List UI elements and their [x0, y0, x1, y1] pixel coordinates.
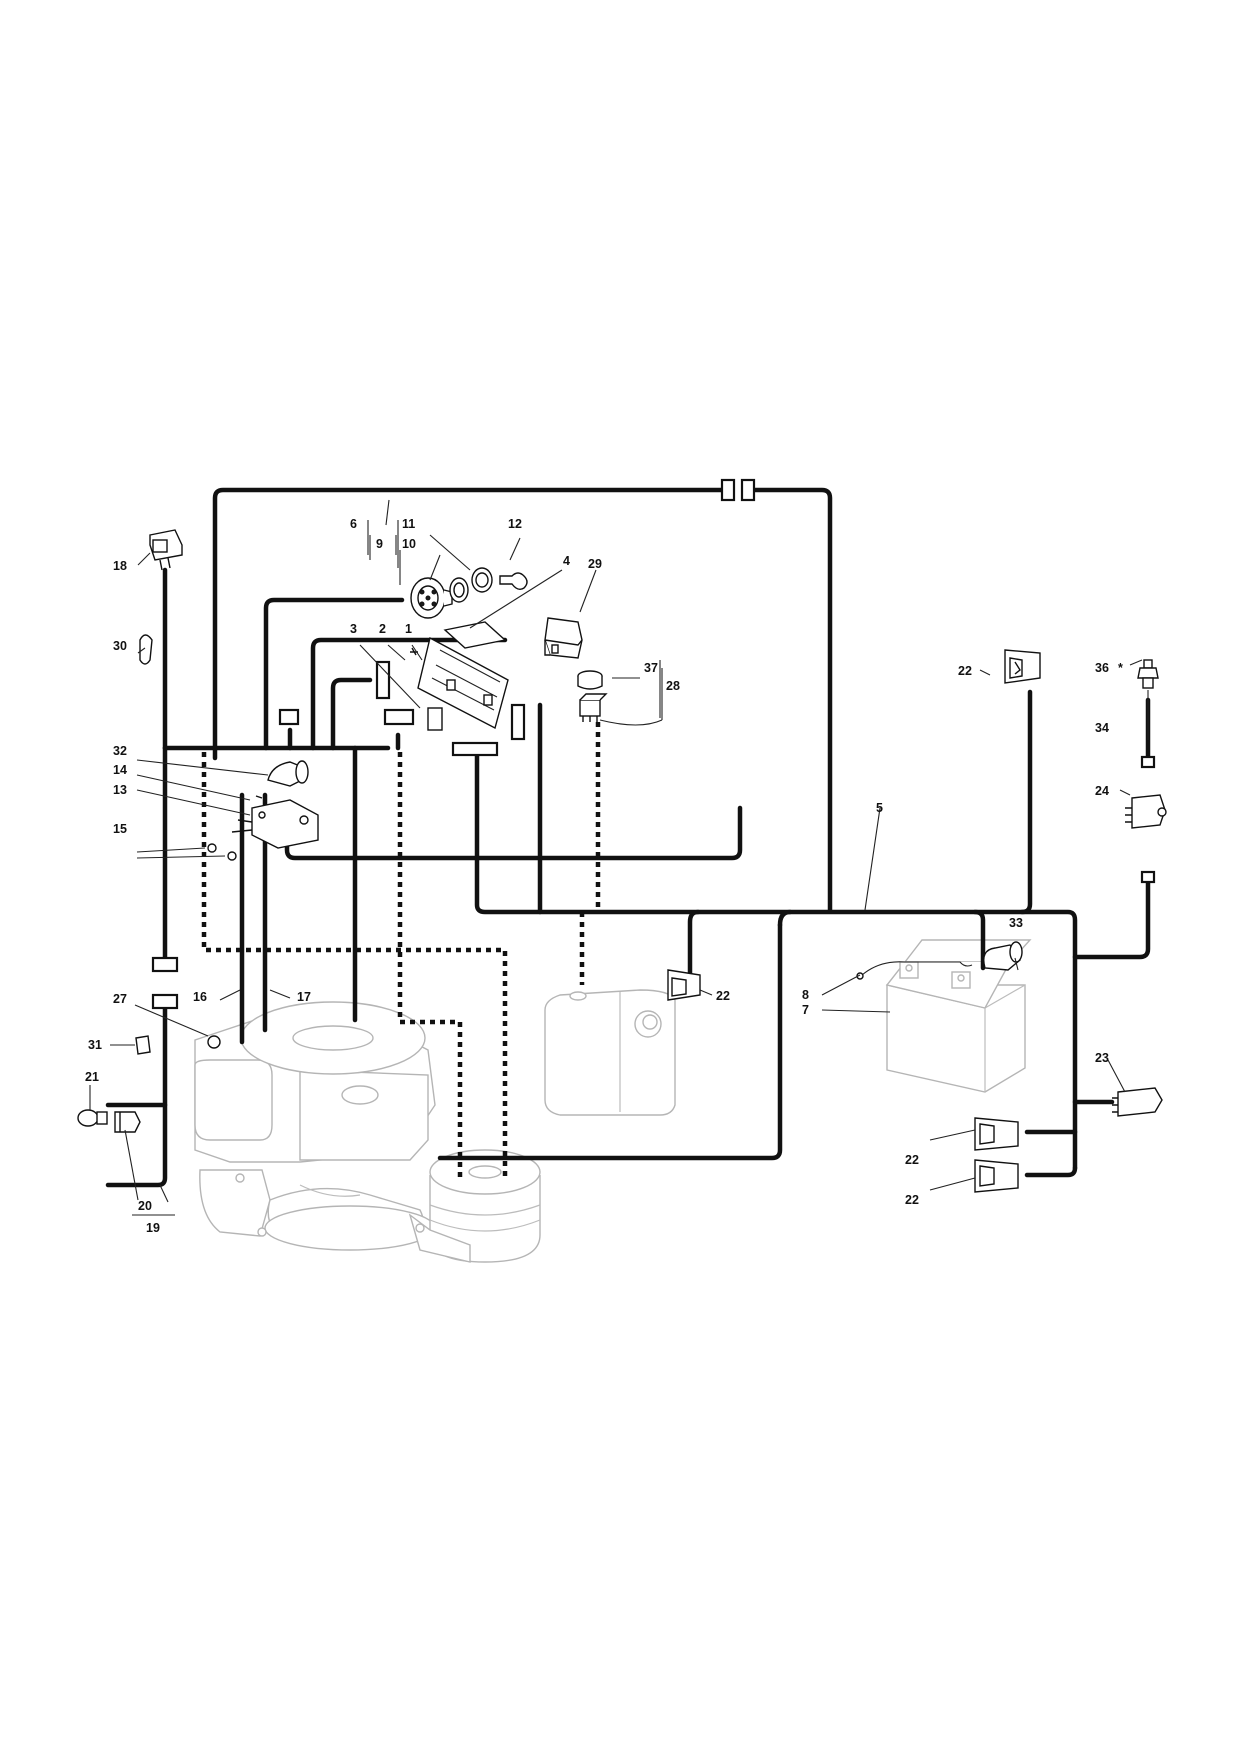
- battery: [885, 939, 1032, 1093]
- callout-21: 21: [85, 1070, 99, 1084]
- callout-9: 9: [376, 537, 383, 551]
- callout-3: 3: [350, 622, 357, 636]
- callout-19: 19: [146, 1221, 160, 1235]
- callout-17: 17: [297, 990, 311, 1004]
- starter-solenoid: [207, 760, 319, 861]
- callout-18: 18: [113, 559, 127, 573]
- callout-22-lower-b: 22: [905, 1193, 919, 1207]
- callout-6: 6: [350, 517, 357, 531]
- callout-8: 8: [802, 988, 809, 1002]
- seat-switch-18: [149, 529, 183, 571]
- callout-20: 20: [138, 1199, 152, 1213]
- callout-12: 12: [508, 517, 522, 531]
- callout-32: 32: [113, 744, 127, 758]
- clutch-switch-22-top: [1004, 649, 1041, 684]
- group-brackets: [367, 520, 661, 718]
- button-switch-28: [577, 670, 608, 722]
- callout-33: 33: [1009, 916, 1023, 930]
- callout-22-lower-a: 22: [905, 1153, 919, 1167]
- harness-connectors: [151, 478, 1156, 1010]
- callout-36: 36: [1095, 661, 1109, 675]
- callout-34: 34: [1095, 721, 1109, 735]
- callout-37: 37: [644, 661, 658, 675]
- relay-29: [544, 617, 583, 659]
- callout-2: 2: [379, 622, 386, 636]
- callout-14: 14: [113, 763, 127, 777]
- callout-7: 7: [802, 1003, 809, 1017]
- dashed-wires: [201, 722, 601, 1178]
- callout-11: 11: [402, 517, 415, 531]
- callout-28: 28: [666, 679, 680, 693]
- callout-36-asterisk: *: [1118, 661, 1123, 675]
- callout-27: 27: [113, 992, 127, 1006]
- callout-labels: 1 2 3 4 5 6 7 8 9 10 11 12 13 14 15 16 1…: [85, 517, 1123, 1235]
- plug-33: [983, 941, 1023, 971]
- callout-4: 4: [563, 554, 570, 568]
- clip-31: [135, 1035, 151, 1055]
- callout-13: 13: [113, 783, 127, 797]
- switch-22-lower-b: [974, 1159, 1019, 1193]
- connector-24: [1125, 794, 1167, 829]
- ignition-key-assembly: [410, 567, 528, 619]
- callout-1: 1: [405, 622, 412, 636]
- callout-24: 24: [1095, 784, 1109, 798]
- nut-27: [207, 1035, 221, 1049]
- callout-31: 31: [88, 1038, 102, 1052]
- callout-16: 16: [193, 990, 207, 1004]
- callout-29: 29: [588, 557, 602, 571]
- callout-23: 23: [1095, 1051, 1109, 1065]
- engine-outline: [194, 1001, 436, 1251]
- seat-switch-22-mid: [667, 969, 701, 1001]
- switch-22-lower-a: [974, 1117, 1019, 1151]
- decal-4: [443, 621, 507, 649]
- callout-22-mid: 22: [716, 989, 730, 1003]
- callout-5: 5: [876, 801, 883, 815]
- clip-30: [139, 634, 153, 665]
- fuel-tank-outline: [544, 989, 676, 1116]
- callout-15: 15: [113, 822, 127, 836]
- callout-30: 30: [113, 639, 127, 653]
- leader-lines: [89, 499, 1149, 1216]
- headlight-bulb: [77, 1109, 141, 1133]
- relay-23: [1112, 1087, 1163, 1117]
- temp-sensor-36: [1137, 659, 1159, 689]
- callout-10: 10: [402, 537, 416, 551]
- pto-clutch-outline: [408, 1149, 541, 1263]
- circuit-board-1: [410, 636, 509, 731]
- callout-22-top: 22: [958, 664, 972, 678]
